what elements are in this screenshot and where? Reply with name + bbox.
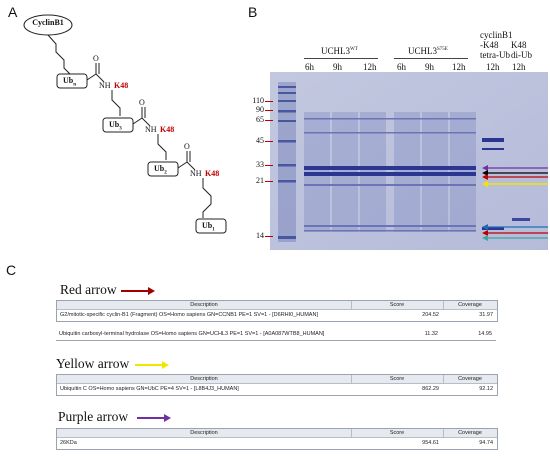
mw-tick <box>265 181 273 182</box>
mw-marker: 65 <box>256 115 264 124</box>
panel-b-letter: B <box>248 4 258 20</box>
ub-3-box <box>102 117 134 133</box>
header-coverage: Coverage <box>458 302 482 308</box>
red-arrow-table: Description Score Coverage G2/mitotic-sp… <box>56 300 498 322</box>
purple-arrow <box>482 165 548 171</box>
red-arrow-title: Red arrow <box>60 282 117 297</box>
red-arrow-icon <box>121 287 155 295</box>
header-score: Score <box>351 301 444 309</box>
cyclin-label: CyclinB1 <box>32 18 64 27</box>
time-label: 12h <box>486 62 500 72</box>
k48-label-3: K48 <box>205 169 220 178</box>
panel-c-letter: C <box>6 262 17 278</box>
nh-label-3: NH <box>190 169 202 178</box>
group-line-s75e <box>394 58 468 59</box>
header-coverage: Coverage <box>458 430 482 436</box>
ub-2-label: Ub2 <box>154 164 167 176</box>
purple-arrow-icon <box>137 414 171 422</box>
time-label: 9h <box>333 62 342 72</box>
table-cell-coverage: 92.12 <box>479 386 493 392</box>
table-cell-description: Ubiquitin carboxyl-terminal hydrolase OS… <box>59 331 325 337</box>
mw-marker: 90 <box>256 105 264 114</box>
gel-background <box>270 72 548 250</box>
header-coverage: Coverage <box>458 376 482 382</box>
mw-tick <box>265 120 273 121</box>
weak-bands <box>304 118 476 232</box>
ubiquitin-chain-diagram <box>23 14 227 234</box>
table-cell-description: Ubiquitin C OS=Homo sapiens GN=UbC PE=4 … <box>60 386 239 392</box>
k48-label-2: K48 <box>160 125 175 134</box>
nh-label-1: NH <box>99 81 111 90</box>
k48-label-1: K48 <box>114 81 129 90</box>
mw-tick <box>265 165 273 166</box>
red-arrow-upper <box>482 174 548 180</box>
header-description: Description <box>57 301 352 309</box>
cyclin-tetra-ub-lane <box>482 138 504 230</box>
time-label: 12h <box>452 62 466 72</box>
blue-arrow <box>482 224 548 230</box>
group-label-wt: UCHL3WT <box>321 46 358 56</box>
red-arrow-table-row-2: Ubiquitin carboxyl-terminal hydrolase OS… <box>56 330 496 341</box>
table-cell-score: 204.52 <box>422 312 439 318</box>
yellow-arrow-table: Description Score Coverage Ubiquitin C O… <box>56 374 498 396</box>
table-cell-description: 26KDa <box>60 440 77 446</box>
mw-tick <box>265 101 273 102</box>
teal-arrow <box>482 235 548 241</box>
header-description: Description <box>57 375 352 383</box>
oxygen-label-1: O <box>93 54 99 63</box>
group-line-wt <box>304 58 378 59</box>
mw-marker: 14 <box>256 231 264 240</box>
mw-marker: 21 <box>256 176 264 185</box>
group-label-s75e: UCHL3S75E <box>408 46 448 56</box>
mw-marker: 110 <box>252 96 264 105</box>
mw-tick <box>265 236 273 237</box>
yellow-arrow-title: Yellow arrow <box>56 356 130 371</box>
ub-n-label: Ubn <box>63 76 77 88</box>
main-bands <box>304 166 476 176</box>
table-cell-score: 954.61 <box>422 440 439 446</box>
mw-tick <box>265 110 273 111</box>
mw-marker: 45 <box>256 136 264 145</box>
oxygen-label-2: O <box>139 98 145 107</box>
ub-1-box <box>195 218 227 234</box>
table-cell-score: 11.32 <box>424 331 438 337</box>
header-score: Score <box>351 429 444 437</box>
red-arrow-lower <box>482 230 548 236</box>
time-label: 12h <box>512 62 526 72</box>
purple-arrow-title: Purple arrow <box>58 409 129 424</box>
k48-di-ub-lane <box>512 218 530 221</box>
mw-tick <box>265 141 273 142</box>
header-description: Description <box>57 429 352 437</box>
gel-image <box>270 72 548 250</box>
time-label: 6h <box>397 62 406 72</box>
panel-a-letter: A <box>8 4 18 20</box>
table-cell-coverage: 14.95 <box>478 331 492 337</box>
mw-marker: 33 <box>256 160 264 169</box>
ub-2-box <box>147 161 179 177</box>
ub-3-label: Ub3 <box>109 120 122 132</box>
time-label: 9h <box>425 62 434 72</box>
ub-1-label: Ub1 <box>202 221 215 233</box>
yellow-arrow <box>482 181 548 187</box>
table-cell-coverage: 94.74 <box>479 440 493 446</box>
table-cell-description: G2/mitotic-specific cyclin-B1 (Fragment)… <box>60 312 318 318</box>
purple-arrow-table: Description Score Coverage 26KDa 954.61 … <box>56 428 498 450</box>
header-score: Score <box>351 375 444 383</box>
table-cell-coverage: 31.97 <box>479 312 493 318</box>
ub-n-box <box>56 73 88 89</box>
ladder-lane <box>278 82 296 242</box>
black-arrow <box>482 170 548 176</box>
yellow-arrow-icon <box>135 361 169 369</box>
gel-arrows <box>482 165 548 241</box>
table-cell-score: 862.29 <box>422 386 439 392</box>
time-label: 12h <box>363 62 377 72</box>
nh-label-2: NH <box>145 125 157 134</box>
time-label: 6h <box>305 62 314 72</box>
oxygen-label-3: O <box>184 142 190 151</box>
